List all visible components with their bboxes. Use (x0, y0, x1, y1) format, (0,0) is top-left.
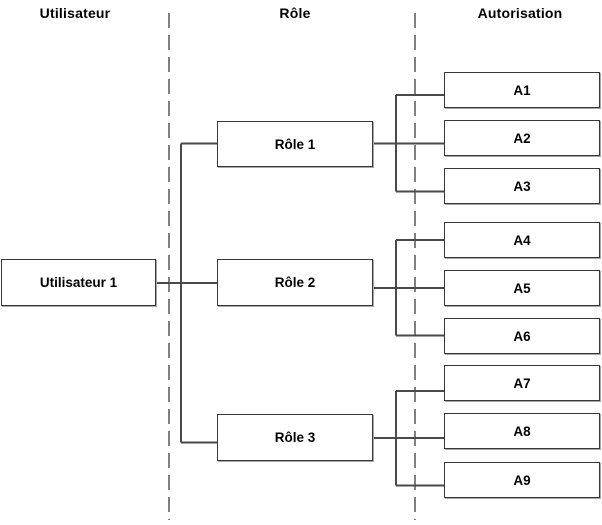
node-a2: A2 (444, 120, 600, 156)
node-a3: A3 (444, 168, 600, 204)
column-header-utilisateur: Utilisateur (39, 5, 111, 21)
column-header-autorisation: Autorisation (477, 5, 563, 21)
user-role-wires (156, 142, 217, 444)
node-role-2: Rôle 2 (217, 259, 373, 306)
role1-auth-wires (373, 94, 444, 193)
role3-auth-wires (373, 390, 444, 487)
node-a1: A1 (444, 72, 600, 108)
role2-auth-wires (373, 239, 444, 337)
node-a4: A4 (444, 222, 600, 258)
node-utilisateur-1: Utilisateur 1 (1, 259, 156, 306)
node-a5: A5 (444, 270, 600, 306)
node-role-1: Rôle 1 (217, 121, 373, 167)
column-header-role: Rôle (279, 5, 311, 21)
node-a6: A6 (444, 318, 600, 354)
node-a8: A8 (444, 413, 600, 449)
node-a9: A9 (444, 462, 600, 498)
node-a7: A7 (444, 365, 600, 401)
node-role-3: Rôle 3 (217, 414, 373, 461)
